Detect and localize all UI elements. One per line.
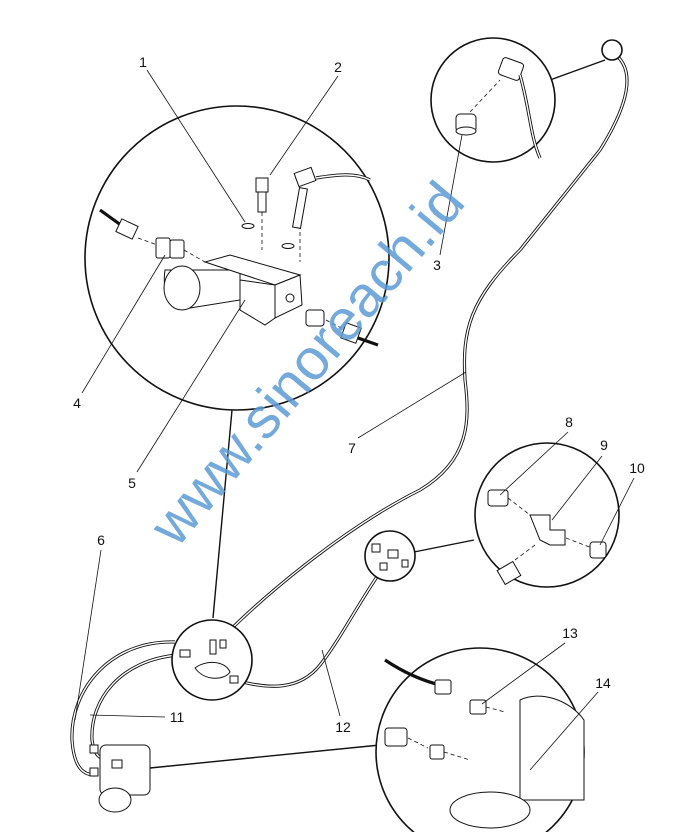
washer-1	[241, 223, 255, 229]
wheel-cylinder	[89, 744, 151, 813]
label-3: 3	[433, 257, 441, 273]
label-14: 14	[595, 675, 611, 691]
detail-circle-block	[171, 619, 253, 701]
label-9: 9	[600, 437, 608, 453]
tee-fitting	[371, 543, 409, 571]
label-8: 8	[565, 414, 573, 430]
label-12: 12	[335, 719, 351, 735]
brake-pipe-7	[223, 50, 629, 637]
label-6: 6	[97, 532, 105, 548]
fitting-13	[469, 699, 487, 715]
label-7: 7	[348, 440, 356, 456]
fittings-8-9-10	[487, 489, 607, 586]
label-5: 5	[128, 475, 136, 491]
brake-pipe-12	[234, 564, 387, 688]
block-assembly	[179, 639, 239, 684]
brake-block-5	[163, 254, 303, 326]
label-13: 13	[562, 625, 578, 641]
caliper-14	[519, 695, 585, 801]
callout-leaders	[74, 69, 635, 771]
union-4	[99, 208, 206, 263]
label-1: 1	[139, 54, 147, 70]
bolt-2	[241, 166, 371, 262]
label-10: 10	[629, 460, 645, 476]
label-2: 2	[334, 59, 342, 75]
pipe-end-detail	[601, 39, 623, 61]
fittings-13-14	[384, 658, 585, 829]
fitting-3	[455, 57, 542, 159]
label-4: 4	[73, 395, 81, 411]
fitting-right	[305, 309, 379, 347]
label-11: 11	[170, 709, 185, 725]
